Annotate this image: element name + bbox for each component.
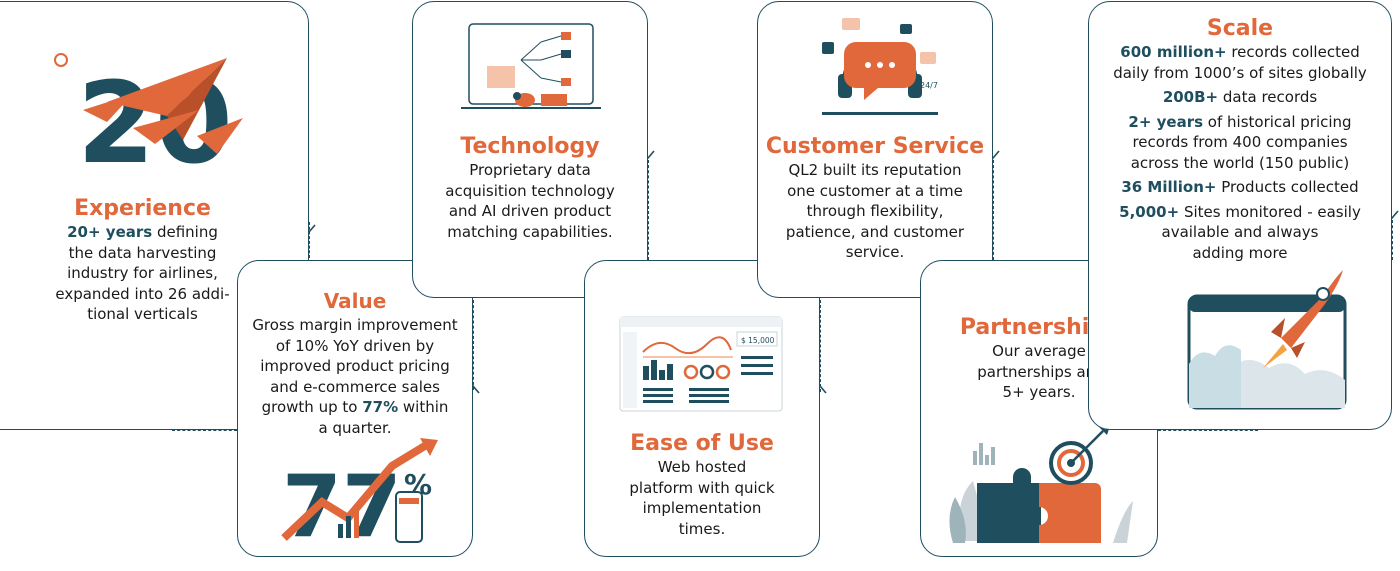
puzzle-target-illustration [949, 423, 1133, 543]
scale-item: 600 million+ records collected daily fro… [1113, 43, 1367, 82]
value-card: Value Gross margin improvement of 10% Yo… [237, 260, 473, 557]
value-text: Gross margin improvement of 10% YoY driv… [252, 316, 458, 437]
headset-chat-illustration: 24/7 [822, 18, 938, 115]
connector-dash [820, 300, 821, 392]
connector-dash [993, 160, 994, 260]
connector-dash [648, 160, 649, 260]
connector-dash [172, 430, 237, 431]
customer-service-card: 24/7 Customer Service QL2 built its repu… [757, 1, 993, 298]
rocket-browser-illustration [1187, 270, 1347, 410]
value-title: Value [323, 289, 387, 313]
connector-dash [473, 300, 474, 390]
scale-title: Scale [1206, 16, 1274, 41]
badge-24-7: 24/7 [920, 81, 938, 90]
experience-card: 20 Experience 20+ years defining the dat… [0, 1, 309, 430]
experience-title: Experience [74, 196, 211, 221]
technology-card: Technology Proprietary data acquisition … [412, 1, 648, 298]
scale-text: 600 million+ records collected daily fro… [1089, 42, 1391, 263]
technology-title: Technology [460, 134, 600, 159]
customer-service-title: Customer Service [765, 134, 985, 159]
connector-dash [1158, 430, 1258, 431]
growth-77-illustration: 77 % [281, 438, 438, 546]
scale-item: 5,000+ Sites monitored - easily availabl… [1119, 202, 1361, 262]
connector-dash [309, 222, 310, 258]
scale-item: 36 Million+ Products collected [1121, 178, 1359, 196]
ease-of-use-card: $ 15,000 Ease of Use Web hosted platform… [584, 260, 820, 557]
scale-card: Scale 600 million+ records collected dai… [1088, 1, 1392, 430]
partnerships-text: Our average partnerships are 5+ years. [977, 342, 1101, 401]
scale-item: 200B+ data records [1162, 88, 1318, 106]
experience-highlight: 20+ years [67, 223, 153, 241]
connector-dash [1392, 220, 1393, 260]
laptop-spider-illustration [461, 23, 601, 109]
experience-text: 20+ years defining the data harvesting i… [55, 223, 230, 323]
dashboard-illustration: $ 15,000 [619, 316, 783, 412]
customer-service-text: QL2 built its reputation one customer at… [785, 161, 965, 261]
ease-of-use-text: Web hosted platform with quick implement… [629, 458, 775, 538]
scale-item: 2+ years of historical pricing records f… [1128, 112, 1352, 172]
dashboard-value: $ 15,000 [741, 336, 775, 345]
technology-text: Proprietary data acquisition technology … [445, 161, 615, 241]
ease-of-use-title: Ease of Use [630, 431, 774, 456]
paper-plane-20-illustration: 20 [54, 53, 243, 184]
